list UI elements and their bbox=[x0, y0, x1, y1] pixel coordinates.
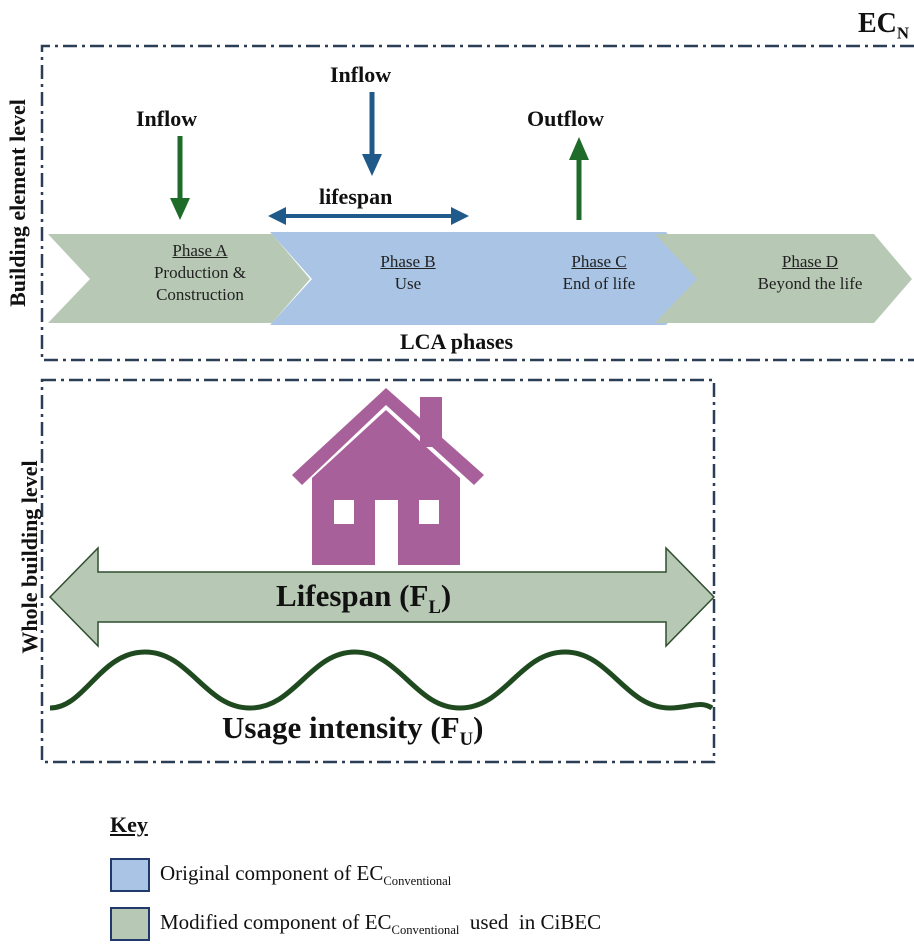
phase-d-line-1: Beyond the life bbox=[757, 274, 863, 293]
phase-d-title: Phase D bbox=[781, 252, 839, 271]
lifespan-double-arrow bbox=[268, 207, 469, 225]
key-item-modified-text: Modified component of ECConventional use… bbox=[160, 909, 602, 938]
inflow-a-label: Inflow bbox=[136, 106, 198, 131]
phase-d-text: Phase D Beyond the life bbox=[728, 251, 892, 295]
phase-b-text: Phase B Use bbox=[330, 251, 486, 295]
key-item-original: Original component of ECConventional bbox=[110, 858, 451, 892]
phase-c-text: Phase C End of life bbox=[520, 251, 678, 295]
key-item-modified: Modified component of ECConventional use… bbox=[110, 907, 601, 941]
key-swatch-green bbox=[110, 907, 150, 941]
usage-intensity-fu-label: Usage intensity (FU) bbox=[222, 710, 484, 751]
key-item-original-text: Original component of ECConventional bbox=[160, 860, 452, 889]
lifespan-arrow bbox=[48, 546, 716, 648]
inflow-b-arrow bbox=[362, 92, 382, 176]
lca-phases-label: LCA phases bbox=[400, 329, 514, 354]
top-right-label: ECN bbox=[858, 8, 910, 43]
phase-a-chevron bbox=[48, 234, 310, 323]
house-icon bbox=[292, 388, 484, 565]
phase-b-line-1: Use bbox=[394, 274, 422, 293]
phase-c-line-1: End of life bbox=[562, 274, 636, 293]
phase-b-chevron bbox=[270, 232, 512, 325]
building-element-frame bbox=[40, 44, 914, 362]
whole-building-frame bbox=[40, 378, 716, 764]
phase-a-line-1: Production & bbox=[153, 263, 247, 282]
phase-c-chevron bbox=[464, 232, 708, 325]
usage-wave bbox=[49, 649, 714, 711]
outflow-c-arrow bbox=[569, 137, 589, 220]
outflow-c-label: Outflow bbox=[527, 106, 604, 131]
phase-a-text: Phase A Production & Construction bbox=[120, 240, 280, 306]
phase-d-chevron bbox=[655, 234, 912, 323]
inflow-b-label: Inflow bbox=[330, 62, 392, 87]
key-title: Key bbox=[110, 812, 148, 837]
phase-a-title: Phase A bbox=[172, 241, 228, 260]
whole-building-level-label: Whole building level bbox=[17, 460, 42, 654]
phase-b-title: Phase B bbox=[380, 252, 436, 271]
phase-a-line-2: Construction bbox=[156, 285, 244, 304]
key-swatch-blue bbox=[110, 858, 150, 892]
inflow-a-arrow bbox=[170, 136, 190, 220]
phase-c-title: Phase C bbox=[571, 252, 627, 271]
lifespan-fl-label: Lifespan (FL) bbox=[276, 578, 452, 619]
building-element-level-label: Building element level bbox=[5, 99, 30, 307]
lifespan-label: lifespan bbox=[319, 184, 393, 209]
